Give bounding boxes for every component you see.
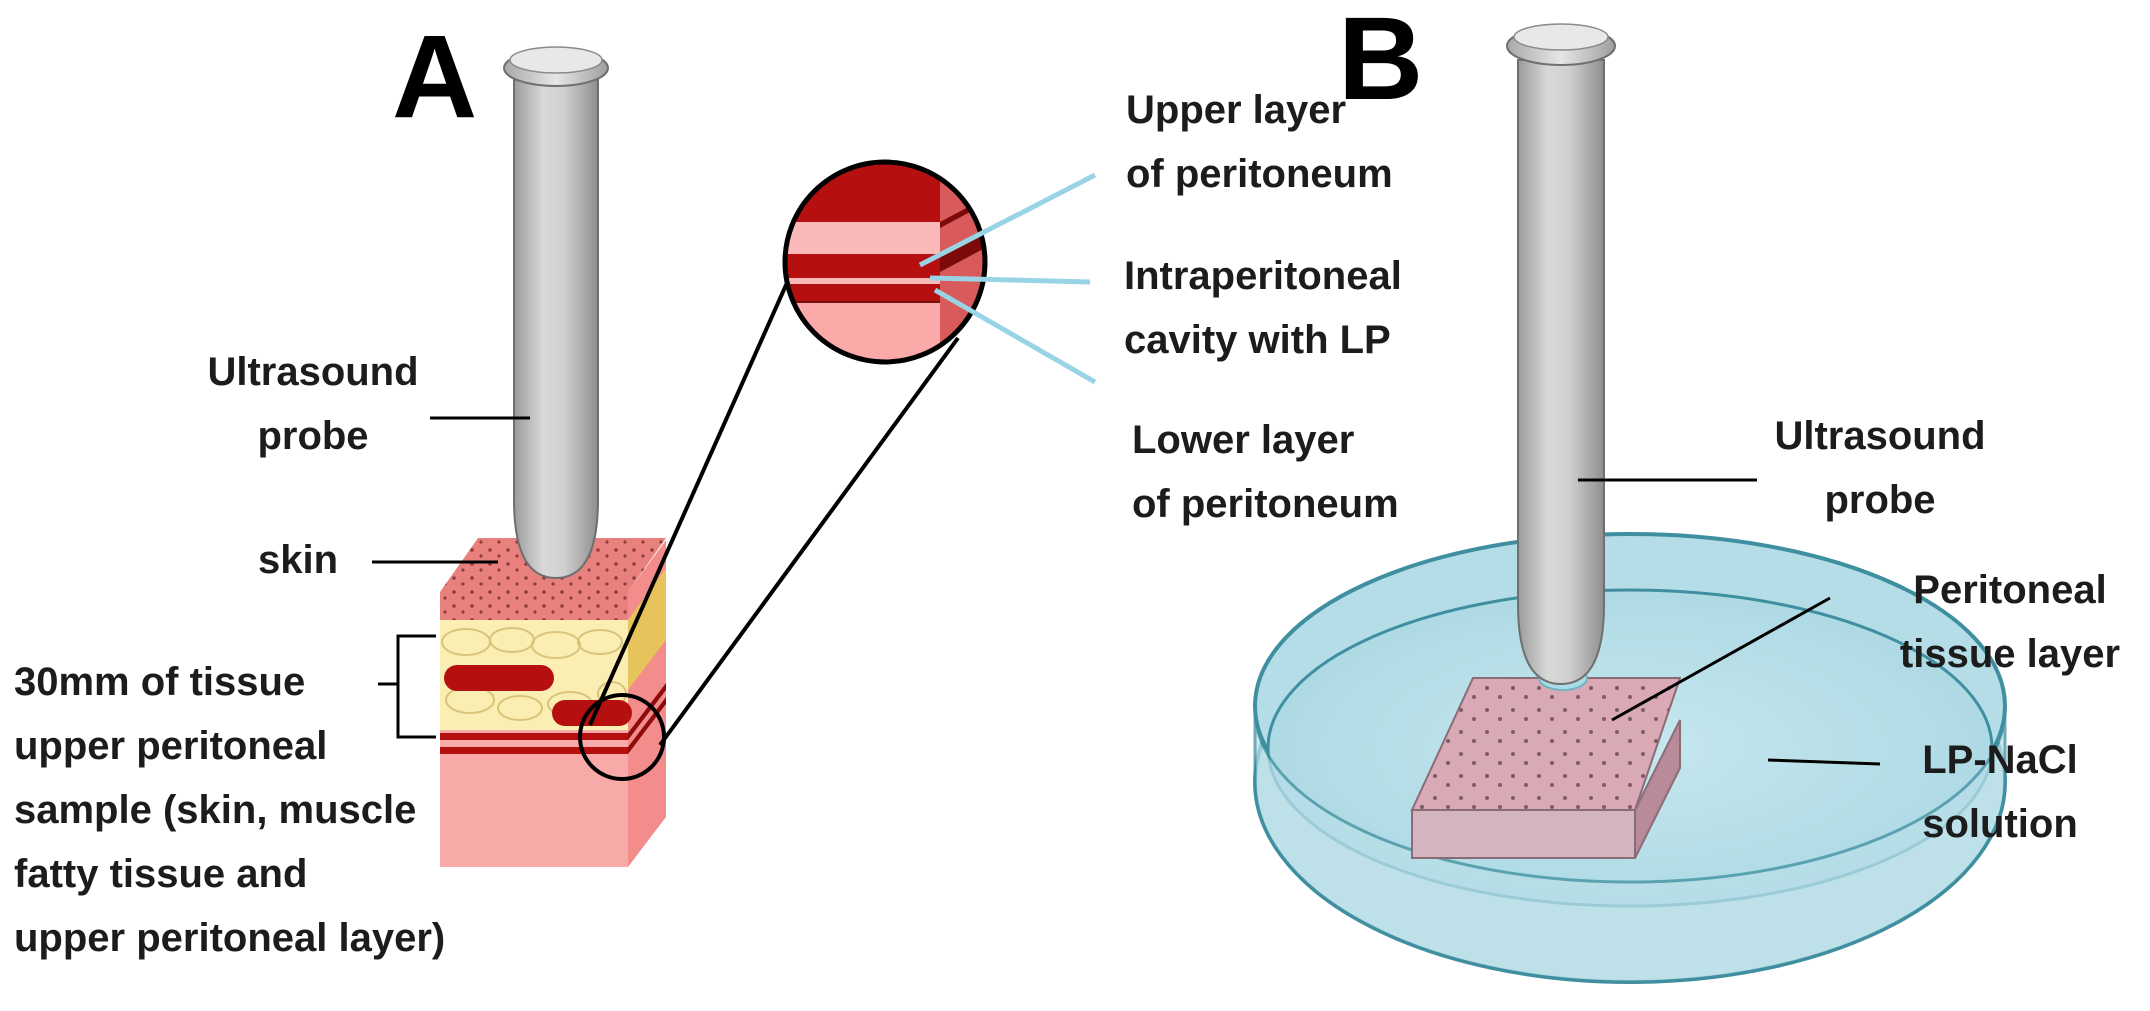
tissue-label-line-5: upper peritoneal layer)	[14, 916, 446, 960]
probe-a-cap-top	[509, 46, 603, 74]
solution-label-line-2: solution	[1922, 802, 2078, 846]
probe-b-label-line-2: probe	[1824, 478, 1936, 522]
callout-lower-layer	[933, 287, 1097, 385]
tissue-label-line-1: 30mm of tissue	[14, 660, 306, 704]
tissue-sample-label: 30mm of tissue upper peritoneal sample (…	[14, 650, 445, 970]
callout-upper-layer	[918, 172, 1097, 268]
magnified-view	[785, 162, 985, 362]
peritoneal-stripe-lower	[440, 747, 628, 754]
lower-layer-label-line-2: of peritoneum	[1132, 482, 1399, 526]
zoom-connector-top	[588, 219, 817, 726]
slab-front	[1411, 809, 1636, 859]
ultrasound-probe-b	[1506, 23, 1616, 686]
panel-letter-a: A	[392, 11, 478, 143]
lower-layer-label-line-1: Lower layer	[1132, 418, 1355, 462]
panel-b	[1253, 23, 2007, 984]
probe-a-label-line-1: Ultrasound	[207, 350, 419, 394]
tissue-label-line-4: fatty tissue and	[14, 852, 308, 896]
upper-layer-label-line-1: Upper layer	[1126, 88, 1347, 132]
solution-label: LP-NaCl solution	[1880, 728, 2120, 856]
muscle-band-upper	[444, 665, 554, 691]
skin-label: skin	[258, 538, 339, 582]
solution-label-line-1: LP-NaCl	[1922, 738, 2078, 782]
upper-layer-label-line-2: of peritoneum	[1126, 152, 1393, 196]
muscle-band-lower	[552, 700, 632, 726]
probe-b-body	[1517, 59, 1605, 686]
probe-a-label: Ultrasound probe	[168, 340, 458, 468]
skin-front-dots	[440, 592, 628, 620]
tissue-label-line-3: sample (skin, muscle	[14, 788, 417, 832]
cavity-label-line-1: Intraperitoneal	[1124, 254, 1402, 298]
panel-a	[372, 46, 1097, 867]
probe-b-label: Ultrasound probe	[1740, 404, 2020, 532]
tissue-label-line-2: upper peritoneal	[14, 724, 328, 768]
upper-layer-label: Upper layer of peritoneum	[1126, 78, 1393, 206]
leader-solution	[1767, 758, 1881, 766]
peritoneal-stripe-upper	[440, 733, 628, 740]
tissue-block	[440, 538, 666, 867]
leader-tissue-b	[1611, 596, 1831, 722]
probe-b-label-line-1: Ultrasound	[1774, 414, 1986, 458]
peritoneal-tissue-label-line-2: tissue layer	[1899, 632, 2121, 676]
peritoneal-tissue-label-line-1: Peritoneal	[1913, 568, 2107, 612]
cavity-label-line-2: cavity with LP	[1124, 318, 1391, 362]
side-stripes	[628, 683, 666, 740]
magnified-view-circle	[782, 159, 988, 365]
probe-b-cap-top	[1513, 23, 1609, 51]
peritoneal-tissue-slab	[1410, 677, 1682, 859]
probe-a-label-line-2: probe	[257, 414, 369, 458]
panel-letter-b: B	[1338, 0, 1424, 125]
side-fat-edge	[628, 568, 666, 690]
slab-top-dots	[1412, 678, 1680, 810]
slab-side	[1634, 719, 1681, 859]
ultrasound-probe-a	[503, 46, 609, 580]
lower-layer-label: Lower layer of peritoneum	[1132, 408, 1399, 536]
callout-cavity	[929, 275, 1091, 285]
probe-a-body	[513, 79, 599, 580]
peritoneal-tissue-label: Peritoneal tissue layer	[1880, 558, 2140, 686]
tissue-bracket	[378, 634, 436, 739]
zoom-connector-bottom	[658, 336, 960, 747]
cavity-label: Intraperitoneal cavity with LP	[1124, 244, 1402, 372]
